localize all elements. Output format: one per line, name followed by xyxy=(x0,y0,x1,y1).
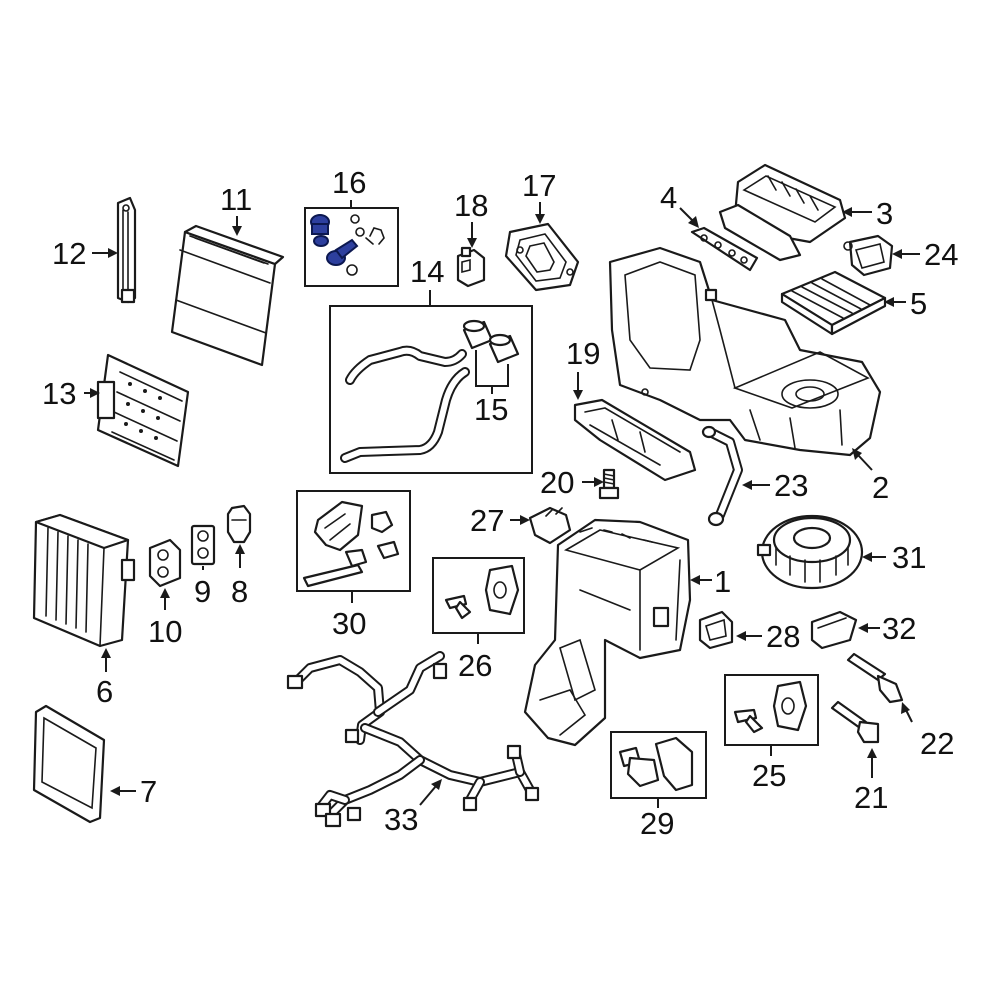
callout-20: 20 xyxy=(540,465,574,500)
part-16-valve-kit[interactable] xyxy=(310,214,385,276)
callout-19: 19 xyxy=(566,336,600,371)
callout-33: 33 xyxy=(384,802,418,837)
callout-21: 21 xyxy=(854,780,888,815)
callout-32: 32 xyxy=(882,611,916,646)
part-6-evaporator[interactable] xyxy=(32,513,136,648)
part-29-sensor-kit[interactable] xyxy=(618,736,694,792)
callout-18: 18 xyxy=(454,188,488,223)
group-box-30 xyxy=(296,490,411,592)
part-24-actuator[interactable] xyxy=(843,234,894,277)
callout-31: 31 xyxy=(892,540,926,575)
callout-17: 17 xyxy=(522,168,556,203)
callout-1: 1 xyxy=(714,564,731,599)
part-25-actuator-kit[interactable] xyxy=(733,680,808,734)
part-18-sensor[interactable] xyxy=(456,246,486,288)
part-13-heater-assembly[interactable] xyxy=(96,353,190,468)
callout-13: 13 xyxy=(42,376,76,411)
callout-12: 12 xyxy=(52,236,86,271)
part-12-bracket[interactable] xyxy=(116,196,137,304)
part-17-gasket[interactable] xyxy=(504,222,580,292)
callout-3: 3 xyxy=(876,196,893,231)
part-30-linkage-kit[interactable] xyxy=(302,500,400,588)
callout-9: 9 xyxy=(194,574,211,609)
callout-11: 11 xyxy=(220,182,252,217)
callout-26: 26 xyxy=(458,648,492,683)
part-4-seal[interactable] xyxy=(690,226,759,272)
part-1-hvac-case[interactable] xyxy=(523,518,692,747)
part-15-hose-connectors[interactable] xyxy=(462,319,520,364)
callout-4: 4 xyxy=(660,180,677,215)
callout-30: 30 xyxy=(332,606,366,641)
callout-23: 23 xyxy=(774,468,808,503)
callout-15: 15 xyxy=(474,392,508,427)
part-10-expansion-valve[interactable] xyxy=(148,538,182,588)
callout-24: 24 xyxy=(924,237,958,272)
part-8-valve[interactable] xyxy=(226,504,252,544)
part-26-actuator-kit[interactable] xyxy=(444,564,520,620)
part-5-cabin-filter[interactable] xyxy=(780,270,887,336)
callout-22: 22 xyxy=(920,726,954,761)
part-2-hvac-housing[interactable] xyxy=(608,246,882,457)
leader-lines xyxy=(84,200,920,808)
callout-25: 25 xyxy=(752,758,786,793)
part-14-heater-hoses[interactable] xyxy=(340,345,470,463)
callout-labels: 1 2 3 4 5 6 7 8 9 10 11 12 13 14 15 16 1… xyxy=(42,165,958,841)
part-33-wiring-harness[interactable] xyxy=(286,651,540,828)
callout-7: 7 xyxy=(140,774,157,809)
part-7-seal[interactable] xyxy=(32,704,106,824)
callout-10: 10 xyxy=(148,614,182,649)
part-11-heater-core[interactable] xyxy=(170,224,285,367)
callout-14: 14 xyxy=(410,254,444,289)
part-31-blower-motor[interactable] xyxy=(756,514,864,590)
part-3-upper-duct[interactable] xyxy=(718,163,847,262)
callout-2: 2 xyxy=(872,470,889,505)
part-28-actuator[interactable] xyxy=(698,610,734,650)
part-19-air-duct[interactable] xyxy=(573,398,697,482)
part-9-o-rings[interactable] xyxy=(190,524,216,566)
callout-8: 8 xyxy=(231,574,248,609)
part-27-sensor[interactable] xyxy=(528,506,572,545)
callout-29: 29 xyxy=(640,806,674,841)
callout-16: 16 xyxy=(332,165,366,200)
callout-6: 6 xyxy=(96,674,113,709)
callout-5: 5 xyxy=(910,286,927,321)
part-21-temp-sensor[interactable] xyxy=(830,700,880,744)
part-22-temp-sensor[interactable] xyxy=(846,652,904,704)
callout-28: 28 xyxy=(766,619,800,654)
callout-27: 27 xyxy=(470,503,504,538)
part-23-drain-tube[interactable] xyxy=(701,425,743,527)
part-20-bolt[interactable] xyxy=(598,468,620,500)
part-32-resistor[interactable] xyxy=(810,610,858,650)
